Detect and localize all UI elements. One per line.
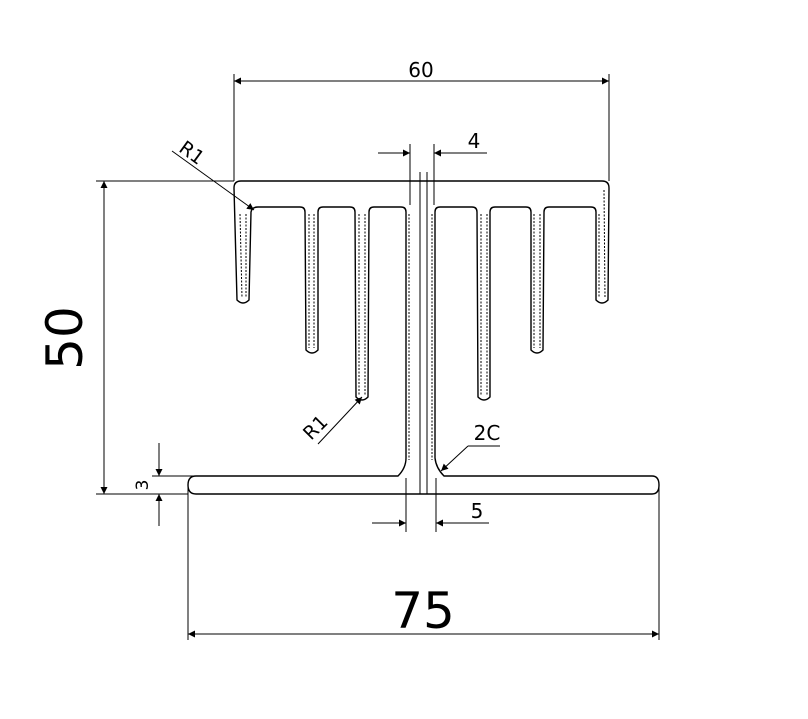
radius-bottom-label: R1	[299, 411, 332, 444]
dimension-base-width: 75	[187, 485, 660, 640]
fin-texture	[239, 189, 606, 460]
dim-50-label: 50	[36, 306, 94, 370]
dim-4-label: 4	[468, 129, 481, 153]
radius-top-callout: R1	[171, 137, 255, 211]
dimension-top-width: 60	[233, 58, 610, 181]
dim-3-label: 3	[133, 480, 153, 491]
radius-top-label: R1	[175, 137, 208, 170]
chamfer-callout: 2C	[440, 421, 501, 472]
dim-60-label: 60	[408, 58, 433, 82]
heatsink-profile	[187, 172, 660, 495]
dimension-web-bottom: 5	[372, 478, 489, 532]
top-plate-and-fins-outline	[187, 180, 660, 495]
dimension-base-thickness: 3	[133, 443, 196, 526]
radius-bottom-callout: R1	[299, 396, 363, 444]
dim-5-label: 5	[471, 499, 484, 523]
chamfer-label: 2C	[474, 421, 501, 445]
dimension-height: 50	[36, 180, 234, 495]
dimension-web-top: 4	[378, 129, 487, 205]
dim-75-label: 75	[391, 582, 455, 640]
